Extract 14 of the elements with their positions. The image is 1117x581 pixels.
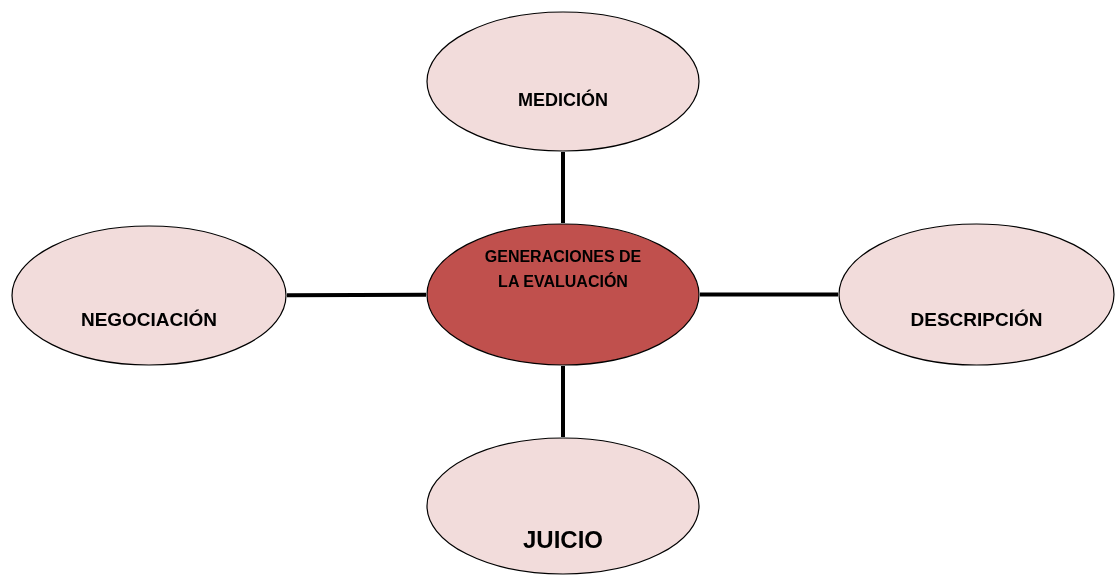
node-label: GENERACIONES DE LA EVALUACIÓN (483, 247, 643, 292)
connector-line (287, 292, 426, 298)
ellipse-node (426, 223, 700, 366)
node-label: DESCRIPCIÓN (909, 308, 1044, 332)
node-label: JUICIO (522, 525, 604, 555)
node-label: NEGOCIACIÓN (79, 308, 219, 332)
ellipse-node (426, 437, 700, 575)
connector-line (561, 152, 565, 223)
ellipse-node (11, 225, 287, 366)
ellipse-node (426, 11, 700, 152)
connector-line (700, 292, 838, 297)
connector-line (561, 366, 565, 437)
ellipse-node (838, 223, 1115, 366)
node-label: MEDICIÓN (517, 88, 609, 112)
